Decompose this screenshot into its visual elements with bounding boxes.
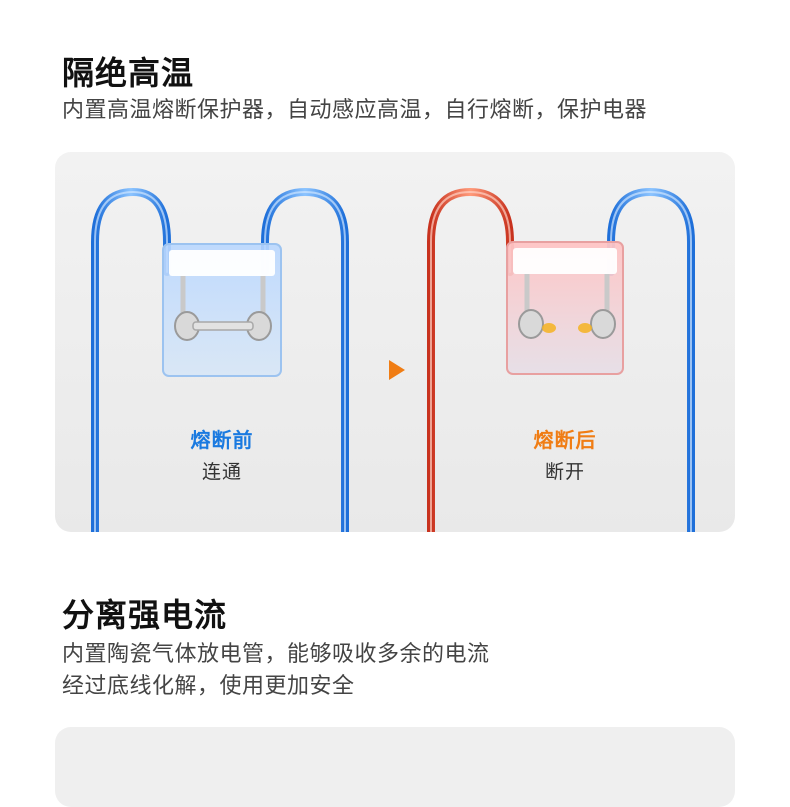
discharge-illustration-panel (55, 727, 735, 807)
caption-before-state: 连通 (201, 461, 242, 483)
caption-after-title: 熔断后 (533, 428, 597, 452)
caption-after-state: 断开 (544, 461, 585, 483)
section-desc-heat: 内置高温熔断保护器，自动感应高温，自行熔断，保护电器 (62, 98, 648, 123)
fuse-after-icon (506, 241, 624, 375)
section-title-current: 分离强电流 (62, 596, 228, 634)
caption-after: 熔断后 断开 (495, 424, 635, 484)
section-title-heat: 隔绝高温 (62, 54, 195, 92)
section-desc-current-line2: 经过底线化解，使用更加安全 (62, 674, 355, 699)
fuse-illustration-panel: 熔断前 连通 熔断后 断开 (55, 152, 735, 532)
fuse-before-icon (162, 243, 282, 377)
wire-loop-left (91, 187, 349, 532)
caption-before: 熔断前 连通 (152, 424, 292, 484)
section-desc-current-line1: 内置陶瓷气体放电管，能够吸收多余的电流 (62, 642, 490, 667)
fuse-illustration (91, 187, 695, 532)
wire-loop-right (427, 187, 695, 532)
caption-before-title: 熔断前 (190, 428, 254, 452)
play-arrow-icon (389, 360, 405, 380)
